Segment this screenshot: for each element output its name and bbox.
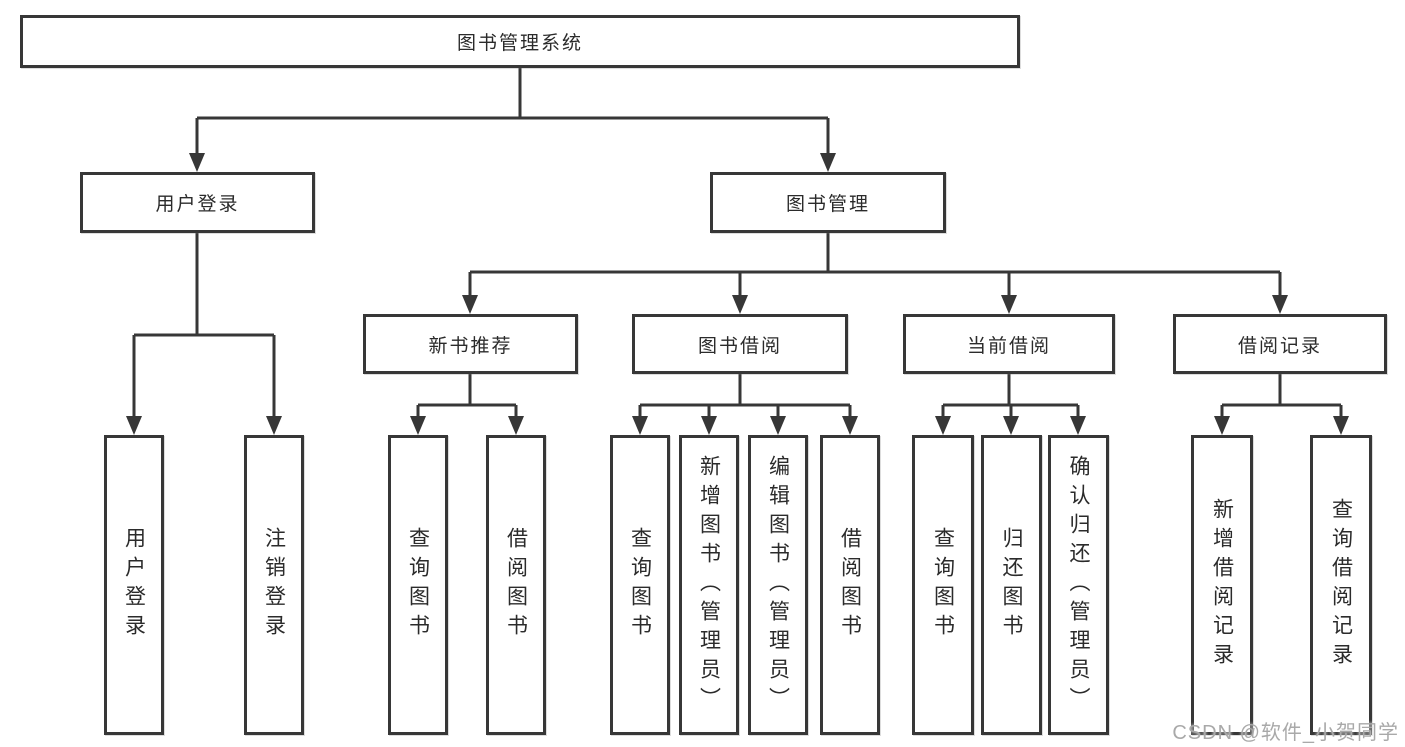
- node-leaf-user-login: 用户登录: [104, 435, 164, 735]
- node-leaf-cb-return-books: 归还图书: [981, 435, 1042, 735]
- node-borrow-records: 借阅记录: [1173, 314, 1387, 374]
- node-leaf-bb-query-books: 查询图书: [610, 435, 670, 735]
- node-leaf-cb-query-books: 查询图书: [912, 435, 974, 735]
- node-book-borrow: 图书借阅: [632, 314, 848, 374]
- node-user-login: 用户登录: [80, 172, 315, 233]
- node-leaf-nbr-borrow-books: 借阅图书: [486, 435, 546, 735]
- node-book-management: 图书管理: [710, 172, 946, 233]
- node-leaf-nbr-query-books: 查询图书: [388, 435, 448, 735]
- node-root: 图书管理系统: [20, 15, 1020, 68]
- node-leaf-bb-edit-books-admin: 编辑图书（管理员）: [748, 435, 808, 735]
- node-leaf-cb-confirm-return-admin: 确认归还（管理员）: [1048, 435, 1109, 735]
- csdn-watermark: CSDN @软件_小贺同学: [1172, 722, 1399, 744]
- node-current-borrow: 当前借阅: [903, 314, 1115, 374]
- node-leaf-br-query-record: 查询借阅记录: [1310, 435, 1372, 735]
- node-new-book-recommend: 新书推荐: [363, 314, 578, 374]
- node-leaf-br-add-record: 新增借阅记录: [1191, 435, 1253, 735]
- node-leaf-bb-add-books-admin: 新增图书（管理员）: [679, 435, 739, 735]
- node-leaf-logout: 注销登录: [244, 435, 304, 735]
- connector-paths: [132, 67, 1343, 418]
- arrowheads: [126, 153, 1349, 435]
- node-leaf-bb-borrow-books: 借阅图书: [820, 435, 880, 735]
